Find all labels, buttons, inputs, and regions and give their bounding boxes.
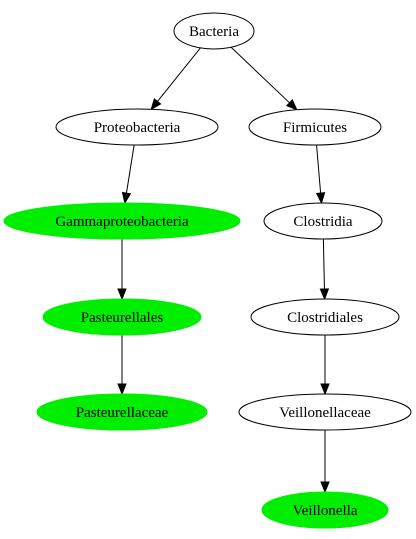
node-pasteurellales: Pasteurellales [42,298,202,336]
node-label: Pasteurellaceae [76,405,169,421]
edges-layer [117,46,330,494]
edge-bacteria-to-firmicutes [230,46,298,111]
edge-line [316,144,322,194]
edge-veillonellaceae-to-veillonella [320,430,330,494]
node-label: Pasteurellales [81,310,164,326]
edge-clostridiales-to-veillonellaceae [320,335,330,396]
node-label: Firmicutes [283,120,347,136]
node-ellipse [238,393,412,431]
node-ellipse [55,108,219,146]
edge-line [125,144,135,194]
edge-line [230,46,290,104]
arrowhead [319,288,330,301]
node-veillonella: Veillonella [261,491,389,529]
node-ellipse [261,491,389,529]
node-ellipse [250,298,400,336]
node-label: Bacteria [189,24,239,40]
edge-line [322,238,325,290]
edge-gammaproteobacteria-to-pasteurellales [117,239,127,301]
arrowhead [121,191,132,205]
node-label: Clostridiales [287,310,363,326]
node-clostridiales: Clostridiales [250,298,400,336]
node-label: Veillonellaceae [279,405,371,421]
node-ellipse [3,202,241,240]
edge-firmicutes-to-clostridia [315,144,326,205]
node-ellipse [42,298,202,336]
arrowhead [117,383,127,396]
node-pasteurellaceae: Pasteurellaceae [36,393,208,431]
node-veillonellaceae: Veillonellaceae [238,393,412,431]
node-label: Proteobacteria [94,120,181,136]
node-gammaproteobacteria: Gammaproteobacteria [3,202,241,240]
node-proteobacteria: Proteobacteria [55,108,219,146]
node-label: Clostridia [293,214,353,230]
arrowhead [117,288,127,301]
node-ellipse [248,108,382,146]
edge-proteobacteria-to-gammaproteobacteria [121,144,135,205]
node-label: Veillonella [293,503,358,519]
node-clostridia: Clostridia [263,202,383,240]
node-ellipse [173,12,255,50]
node-label: Gammaproteobacteria [55,214,189,230]
arrowhead [315,192,326,205]
arrowhead [150,98,162,111]
node-bacteria: Bacteria [173,12,255,50]
node-firmicutes: Firmicutes [248,108,382,146]
arrowhead [285,99,298,111]
arrowhead [320,383,330,396]
node-ellipse [263,202,383,240]
edge-clostridia-to-clostridiales [319,238,330,301]
arrowhead [320,481,330,494]
edge-pasteurellales-to-pasteurellaceae [117,335,127,396]
node-ellipse [36,393,208,431]
edge-line [157,47,201,102]
edge-bacteria-to-proteobacteria [150,47,201,111]
